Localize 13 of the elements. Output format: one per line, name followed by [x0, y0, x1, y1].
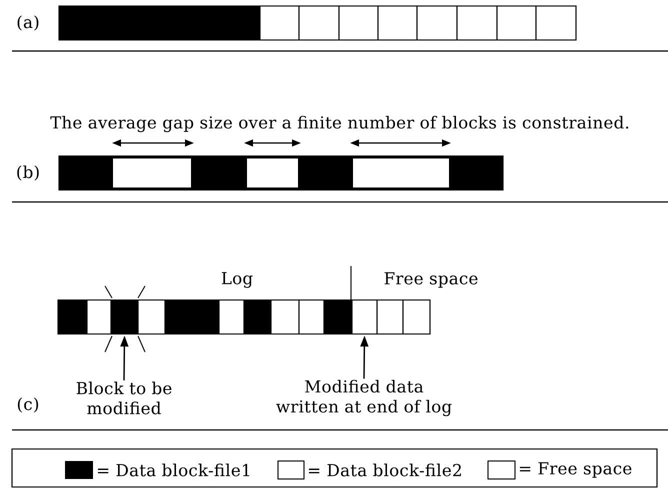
- label: Log: [222, 272, 253, 288]
- label: Free space: [384, 272, 478, 288]
- leader-text: Modified data written at end of log: [276, 380, 452, 416]
- label: (a): [18, 15, 38, 31]
- leader-text: Block to be modified: [76, 382, 172, 414]
- label: (c): [18, 397, 38, 413]
- label: The average gap size over a finite number of blocks is constrained.: [50, 116, 628, 132]
- legend-text: = Free space: [520, 462, 632, 478]
- data-block: [110, 299, 139, 335]
- label: (b): [17, 165, 39, 181]
- data-block: [351, 299, 378, 335]
- legend-text: = Data block-file2: [308, 464, 461, 476]
- legend-text: = Data block-file1: [98, 464, 250, 476]
